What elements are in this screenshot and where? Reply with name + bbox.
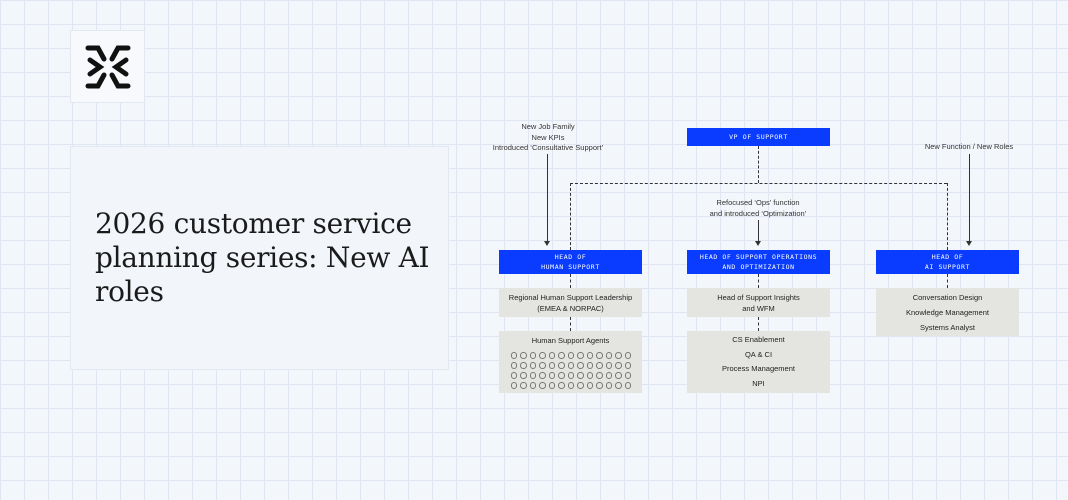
connector-human-1 <box>570 274 571 288</box>
agent-dot-icon <box>605 352 612 359</box>
title-card: 2026 customer service planning series: N… <box>70 146 449 370</box>
ops-functions-box: CS Enablement QA & CI Process Management… <box>687 331 830 393</box>
agent-dot-icon <box>586 362 593 369</box>
head-support-operations-box: HEAD OF SUPPORT OPERATIONS AND OPTIMIZAT… <box>687 250 830 274</box>
agent-dot-icon <box>624 372 631 379</box>
agent-dot-icon <box>548 382 555 389</box>
agent-dot-icon <box>558 352 565 359</box>
agent-dot-icon <box>605 382 612 389</box>
agent-dot-icon <box>624 382 631 389</box>
annotation-arrow-ops-line <box>758 220 759 243</box>
agent-dot-icon <box>529 382 536 389</box>
agent-dot-icon <box>615 362 622 369</box>
agent-dot-icon <box>558 362 565 369</box>
page-title: 2026 customer service planning series: N… <box>95 207 430 308</box>
agent-dot-icon <box>520 352 527 359</box>
agent-dot-icon <box>615 382 622 389</box>
connector-ai <box>947 183 948 250</box>
annotation-arrow-human-line <box>547 154 548 243</box>
ai-roles-box: Conversation Design Knowledge Management… <box>876 288 1019 336</box>
horizontal-connector <box>570 183 947 184</box>
agent-dot-icon <box>586 372 593 379</box>
agent-dots-grid <box>510 352 631 389</box>
agent-dot-icon <box>615 352 622 359</box>
agent-dot-icon <box>520 382 527 389</box>
logo-card <box>70 30 145 103</box>
agent-dot-icon <box>577 372 584 379</box>
agent-dot-icon <box>605 362 612 369</box>
agent-dot-icon <box>567 382 574 389</box>
agent-dot-icon <box>529 352 536 359</box>
vp-of-support-box: VP OF SUPPORT <box>687 128 830 146</box>
annotation-ai: New Function / New Roles <box>924 142 1014 151</box>
agent-dot-icon <box>510 372 517 379</box>
agent-dot-icon <box>548 372 555 379</box>
agent-dot-icon <box>596 362 603 369</box>
agent-dot-icon <box>510 362 517 369</box>
agent-dot-icon <box>520 362 527 369</box>
agent-dot-icon <box>548 362 555 369</box>
agent-dot-icon <box>548 352 555 359</box>
agent-dot-icon <box>624 362 631 369</box>
agent-dot-icon <box>567 352 574 359</box>
agent-dot-icon <box>567 372 574 379</box>
agent-dot-icon <box>624 352 631 359</box>
annotation-arrow-human-head <box>544 241 550 246</box>
agent-dot-icon <box>577 382 584 389</box>
agent-dot-icon <box>529 372 536 379</box>
agent-dot-icon <box>596 352 603 359</box>
agent-dot-icon <box>577 362 584 369</box>
connector-ai-1 <box>947 274 948 288</box>
agent-dot-icon <box>520 372 527 379</box>
annotation-human: New Job Family New KPIs Introduced ‘Cons… <box>492 122 604 152</box>
regional-leadership-box: Regional Human Support Leadership (EMEA … <box>499 288 642 317</box>
agent-dot-icon <box>529 362 536 369</box>
vp-connector <box>758 146 759 183</box>
connector-human-2 <box>570 317 571 331</box>
agent-dot-icon <box>510 382 517 389</box>
agent-dot-icon <box>596 382 603 389</box>
agent-dot-icon <box>586 382 593 389</box>
agent-dot-icon <box>586 352 593 359</box>
agent-dot-icon <box>558 382 565 389</box>
annotation-arrow-ai-head <box>966 241 972 246</box>
agent-dot-icon <box>567 362 574 369</box>
agent-dot-icon <box>539 362 546 369</box>
agent-dot-icon <box>558 372 565 379</box>
annotation-ops: Refocused ‘Ops’ function and introduced … <box>709 198 807 218</box>
agent-dot-icon <box>539 382 546 389</box>
head-human-support-box: HEAD OF HUMAN SUPPORT <box>499 250 642 274</box>
connector-ops-1 <box>758 274 759 288</box>
agent-dot-icon <box>605 372 612 379</box>
agent-dot-icon <box>577 352 584 359</box>
connector-ops-2 <box>758 317 759 331</box>
human-support-agents-box: Human Support Agents <box>499 331 642 393</box>
agent-dot-icon <box>510 352 517 359</box>
agent-dot-icon <box>539 352 546 359</box>
agent-dot-icon <box>596 372 603 379</box>
agent-dot-icon <box>539 372 546 379</box>
annotation-arrow-ops-head <box>755 241 761 246</box>
agent-dot-icon <box>615 372 622 379</box>
annotation-arrow-ai-line <box>969 154 970 243</box>
head-ai-support-box: HEAD OF AI SUPPORT <box>876 250 1019 274</box>
support-insights-box: Head of Support Insights and WFM <box>687 288 830 317</box>
burst-logo-icon <box>85 45 130 88</box>
connector-human <box>570 183 571 250</box>
